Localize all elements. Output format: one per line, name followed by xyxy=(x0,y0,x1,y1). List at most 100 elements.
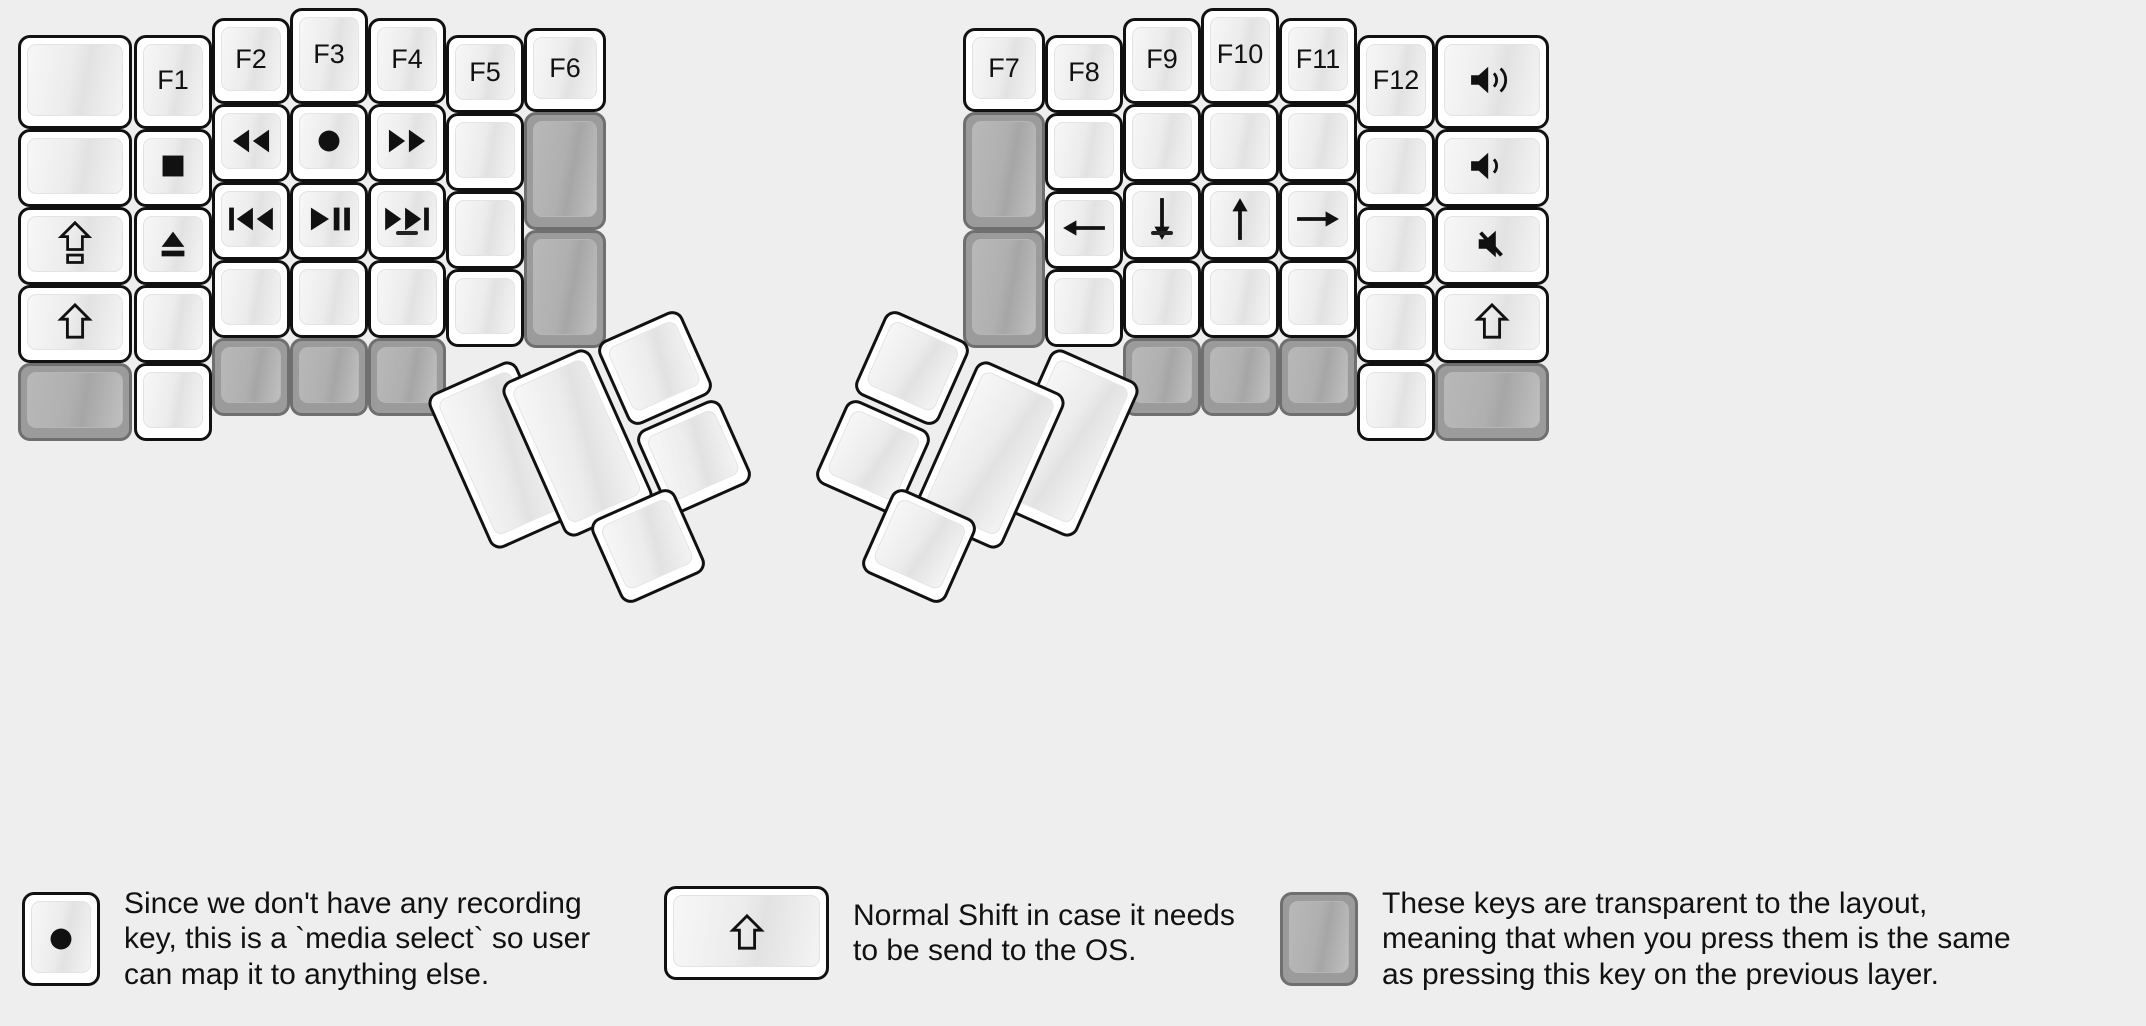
key-f12[interactable]: F12 xyxy=(1357,35,1435,129)
key-transparent[interactable] xyxy=(963,112,1045,230)
key-media-record[interactable] xyxy=(290,104,368,182)
media-record-icon xyxy=(293,107,365,179)
key-transparent[interactable] xyxy=(524,112,606,230)
key-arrow-down[interactable] xyxy=(1123,182,1201,260)
legend: Since we don't have any recording key, t… xyxy=(0,886,2146,1026)
key-blank[interactable] xyxy=(1357,285,1435,363)
key-blank[interactable] xyxy=(1279,104,1357,182)
key-f5[interactable]: F5 xyxy=(446,35,524,113)
key-transparent[interactable] xyxy=(1201,338,1279,416)
key-caps-lock[interactable] xyxy=(18,207,132,285)
key-label xyxy=(527,233,603,345)
key-label: F5 xyxy=(469,56,501,87)
key-transparent[interactable] xyxy=(1435,363,1549,441)
shift-icon xyxy=(1438,288,1546,360)
key-transparent[interactable] xyxy=(18,363,132,441)
key-label: F2 xyxy=(235,43,267,74)
key-label xyxy=(449,194,521,266)
key-label: F9 xyxy=(1146,43,1178,74)
keycap-surface xyxy=(377,27,437,91)
key-blank[interactable] xyxy=(1045,113,1123,191)
arrow-up-icon xyxy=(1204,185,1276,257)
key-blank[interactable] xyxy=(368,260,446,338)
key-volume-up[interactable] xyxy=(1435,35,1549,129)
key-label xyxy=(1048,272,1120,344)
keycap-surface xyxy=(645,408,742,503)
keycap-surface xyxy=(1054,122,1114,178)
key-media-eject[interactable] xyxy=(134,207,212,285)
key-label: F8 xyxy=(1068,56,1100,87)
keycap-surface xyxy=(1210,113,1270,169)
key-volume-mute[interactable] xyxy=(1435,207,1549,285)
key-blank[interactable] xyxy=(1279,260,1357,338)
keycap-surface xyxy=(1288,113,1348,169)
key-label: F12 xyxy=(1372,64,1420,95)
key-f8[interactable]: F8 xyxy=(1045,35,1123,113)
key-transparent[interactable] xyxy=(1279,338,1357,416)
key-shift[interactable] xyxy=(1435,285,1549,363)
key-label xyxy=(1126,263,1198,335)
key-f3[interactable]: F3 xyxy=(290,8,368,104)
caps-lock-icon xyxy=(21,210,129,282)
key-f10[interactable]: F10 xyxy=(1201,8,1279,104)
key-f1[interactable]: F1 xyxy=(134,35,212,129)
key-media-previous[interactable] xyxy=(212,182,290,260)
key-label xyxy=(1126,341,1198,413)
keycap-surface xyxy=(864,319,961,414)
key-blank[interactable] xyxy=(1123,260,1201,338)
key-arrow-left[interactable] xyxy=(1045,191,1123,269)
key-media-fastforward[interactable] xyxy=(368,104,446,182)
key-label xyxy=(1282,341,1354,413)
key-blank[interactable] xyxy=(446,113,524,191)
key-blank[interactable] xyxy=(446,191,524,269)
keycap-surface xyxy=(1288,27,1348,91)
keycap-surface xyxy=(533,239,597,335)
key-blank[interactable] xyxy=(290,260,368,338)
legend-key-transparent-keys xyxy=(1280,892,1358,987)
key-blank[interactable] xyxy=(1123,104,1201,182)
key-transparent[interactable] xyxy=(1123,338,1201,416)
key-f11[interactable]: F11 xyxy=(1279,18,1357,104)
key-label xyxy=(449,116,521,188)
legend-item-transparent-keys: These keys are transparent to the layout… xyxy=(1280,886,2011,992)
key-f7[interactable]: F7 xyxy=(963,28,1045,112)
key-blank[interactable] xyxy=(1201,104,1279,182)
key-blank[interactable] xyxy=(1201,260,1279,338)
key-blank[interactable] xyxy=(1357,207,1435,285)
key-media-stop[interactable] xyxy=(134,129,212,207)
key-transparent[interactable] xyxy=(368,338,446,416)
key-label xyxy=(527,115,603,227)
key-volume-down[interactable] xyxy=(1435,129,1549,207)
key-label xyxy=(293,263,365,335)
key-transparent[interactable] xyxy=(524,230,606,348)
key-transparent[interactable] xyxy=(290,338,368,416)
key-f2[interactable]: F2 xyxy=(212,18,290,104)
key-blank[interactable] xyxy=(1045,269,1123,347)
homing-bump-indicator xyxy=(1151,231,1173,235)
key-arrow-up[interactable] xyxy=(1201,182,1279,260)
key-transparent[interactable] xyxy=(963,230,1045,348)
key-f9[interactable]: F9 xyxy=(1123,18,1201,104)
key-media-next[interactable] xyxy=(368,182,446,260)
key-blank[interactable] xyxy=(134,285,212,363)
key-blank[interactable] xyxy=(1357,129,1435,207)
key-blank[interactable] xyxy=(18,129,132,207)
key-label xyxy=(137,288,209,360)
shift-icon xyxy=(21,288,129,360)
key-media-playpause[interactable] xyxy=(290,182,368,260)
key-shift[interactable] xyxy=(18,285,132,363)
key-f4[interactable]: F4 xyxy=(368,18,446,104)
key-blank[interactable] xyxy=(134,363,212,441)
key-transparent[interactable] xyxy=(212,338,290,416)
keycap-surface xyxy=(825,408,922,503)
key-label: F4 xyxy=(391,43,423,74)
key-blank[interactable] xyxy=(18,35,132,129)
key-blank[interactable] xyxy=(212,260,290,338)
key-blank[interactable] xyxy=(1357,363,1435,441)
shift-icon xyxy=(728,912,766,954)
key-f6[interactable]: F6 xyxy=(524,28,606,112)
key-media-rewind[interactable] xyxy=(212,104,290,182)
keycap-surface xyxy=(221,27,281,91)
key-arrow-right[interactable] xyxy=(1279,182,1357,260)
key-blank[interactable] xyxy=(446,269,524,347)
